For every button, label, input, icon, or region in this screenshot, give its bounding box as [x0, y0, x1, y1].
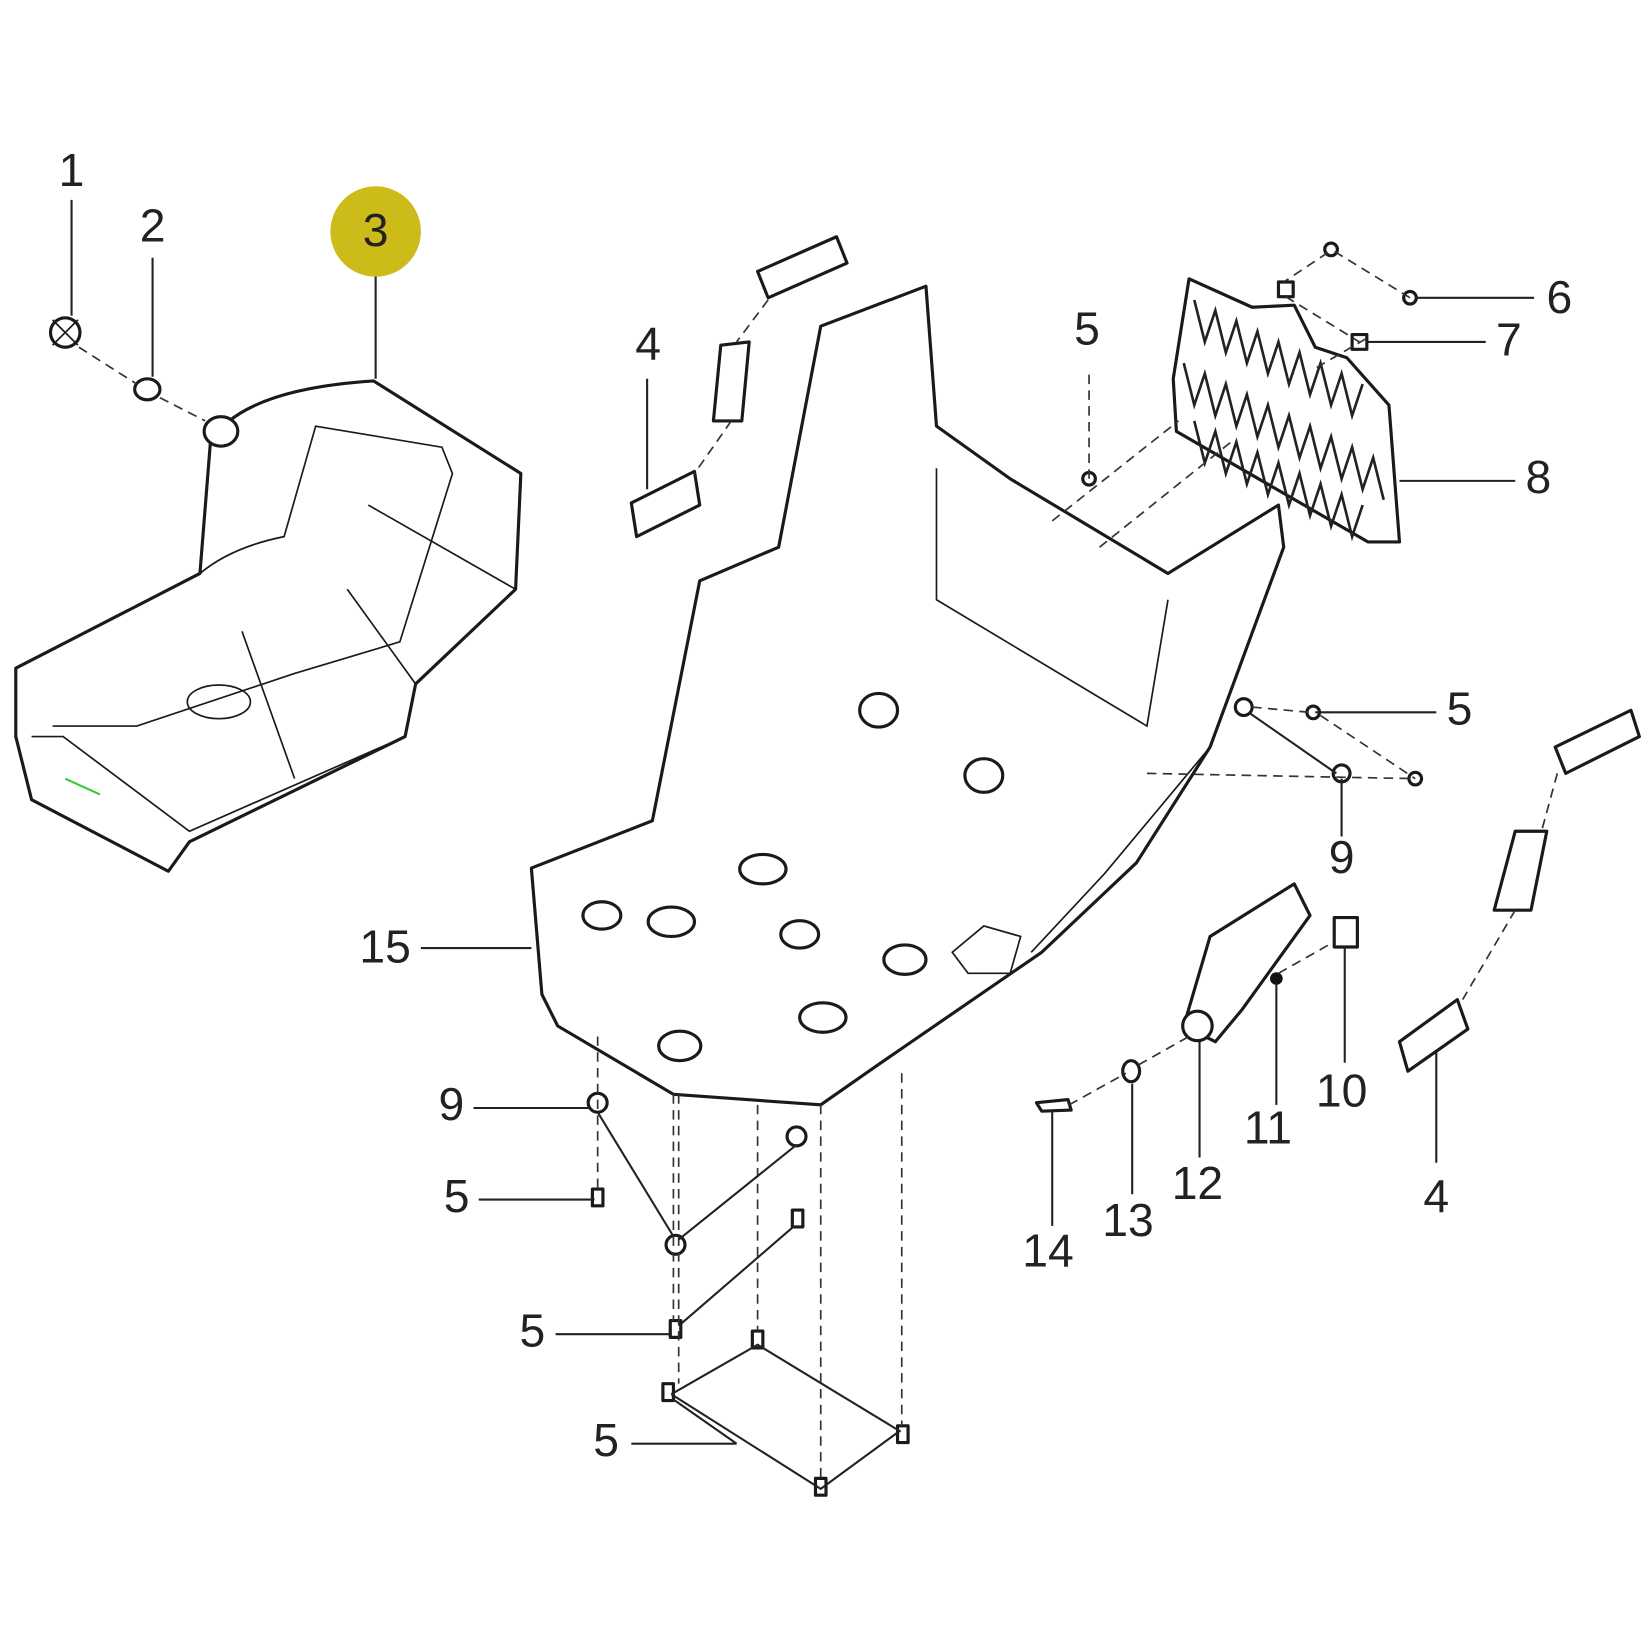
- callout-10[interactable]: 10: [1316, 1065, 1367, 1117]
- callout-11[interactable]: 11: [1244, 1101, 1292, 1153]
- highlight-marker: [330, 186, 421, 277]
- callout-5[interactable]: 5: [520, 1304, 546, 1356]
- callout-5[interactable]: 5: [444, 1170, 470, 1222]
- fuel-tank-part[interactable]: [14, 379, 523, 873]
- callout-12[interactable]: 12: [1172, 1157, 1223, 1209]
- gasket-part[interactable]: [133, 377, 162, 402]
- callout-5[interactable]: 5: [1074, 303, 1100, 355]
- cap-part[interactable]: [48, 316, 82, 349]
- leader-lines: [70, 199, 1535, 1491]
- callout-6[interactable]: 6: [1547, 271, 1573, 323]
- callout-5[interactable]: 5: [593, 1414, 619, 1466]
- skid-plate-part[interactable]: [529, 284, 1286, 1107]
- callout-15[interactable]: 15: [359, 920, 410, 972]
- radiator-guard-part[interactable]: [1171, 277, 1402, 544]
- callout-8[interactable]: 8: [1525, 451, 1551, 503]
- callout-9[interactable]: 9: [1329, 831, 1355, 883]
- callout-7[interactable]: 7: [1496, 313, 1522, 365]
- callout-14[interactable]: 14: [1022, 1224, 1073, 1276]
- reflector-pad-left[interactable]: [629, 235, 849, 539]
- bracket-part[interactable]: [1181, 882, 1312, 1044]
- callout-3[interactable]: 3: [363, 204, 389, 256]
- rubber-grommets: [581, 691, 1005, 1063]
- callout-5[interactable]: 5: [1447, 683, 1473, 735]
- callout-1[interactable]: 1: [59, 144, 85, 196]
- small-fasteners: [586, 241, 1424, 1497]
- callout-2[interactable]: 2: [140, 200, 166, 252]
- callout-4[interactable]: 4: [635, 317, 661, 369]
- callout-4[interactable]: 4: [1423, 1170, 1449, 1222]
- callout-9[interactable]: 9: [439, 1078, 465, 1130]
- reflector-pad-right[interactable]: [1397, 708, 1641, 1073]
- callout-13[interactable]: 13: [1102, 1194, 1153, 1246]
